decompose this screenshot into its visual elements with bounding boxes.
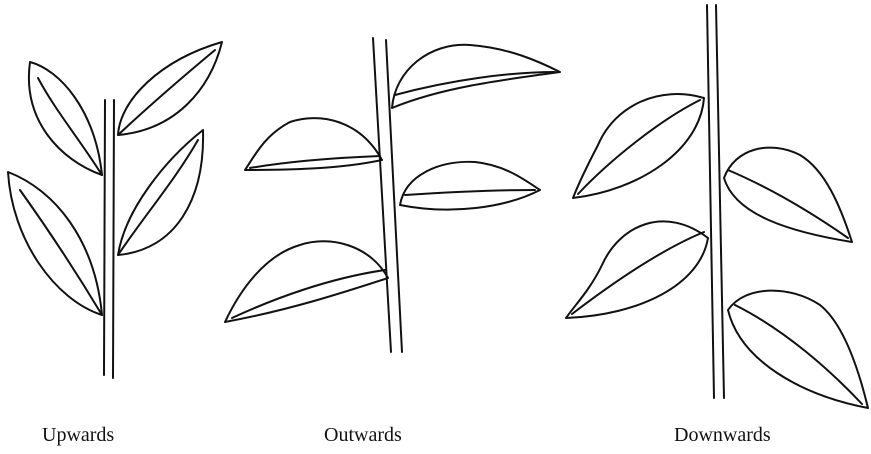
downwards-leaf-upper-left [573, 94, 704, 198]
downwards-stem [707, 5, 724, 398]
downwards-leaf-lower-left [566, 221, 708, 318]
caption-outwards: Outwards [324, 424, 402, 447]
downwards-leaf-lower-right [728, 291, 868, 408]
caption-downwards: Downwards [674, 424, 771, 447]
upwards-plant [8, 42, 222, 378]
outwards-leaf-upper-right [392, 45, 560, 108]
upwards-leaf-lower-right [118, 130, 203, 255]
outwards-plant [225, 38, 560, 352]
outwards-leaf-middle-right [400, 162, 540, 210]
outwards-leaf-middle-left [245, 118, 382, 170]
caption-upwards: Upwards [42, 424, 114, 447]
outwards-leaf-lower-left [225, 241, 388, 322]
upwards-leaf-upper-left [29, 62, 102, 175]
downwards-plant [566, 5, 868, 408]
downwards-leaf-upper-right [724, 148, 852, 242]
upwards-leaf-lower-left [8, 172, 102, 315]
upwards-leaf-upper-right [118, 42, 222, 135]
upwards-stem [104, 100, 114, 378]
